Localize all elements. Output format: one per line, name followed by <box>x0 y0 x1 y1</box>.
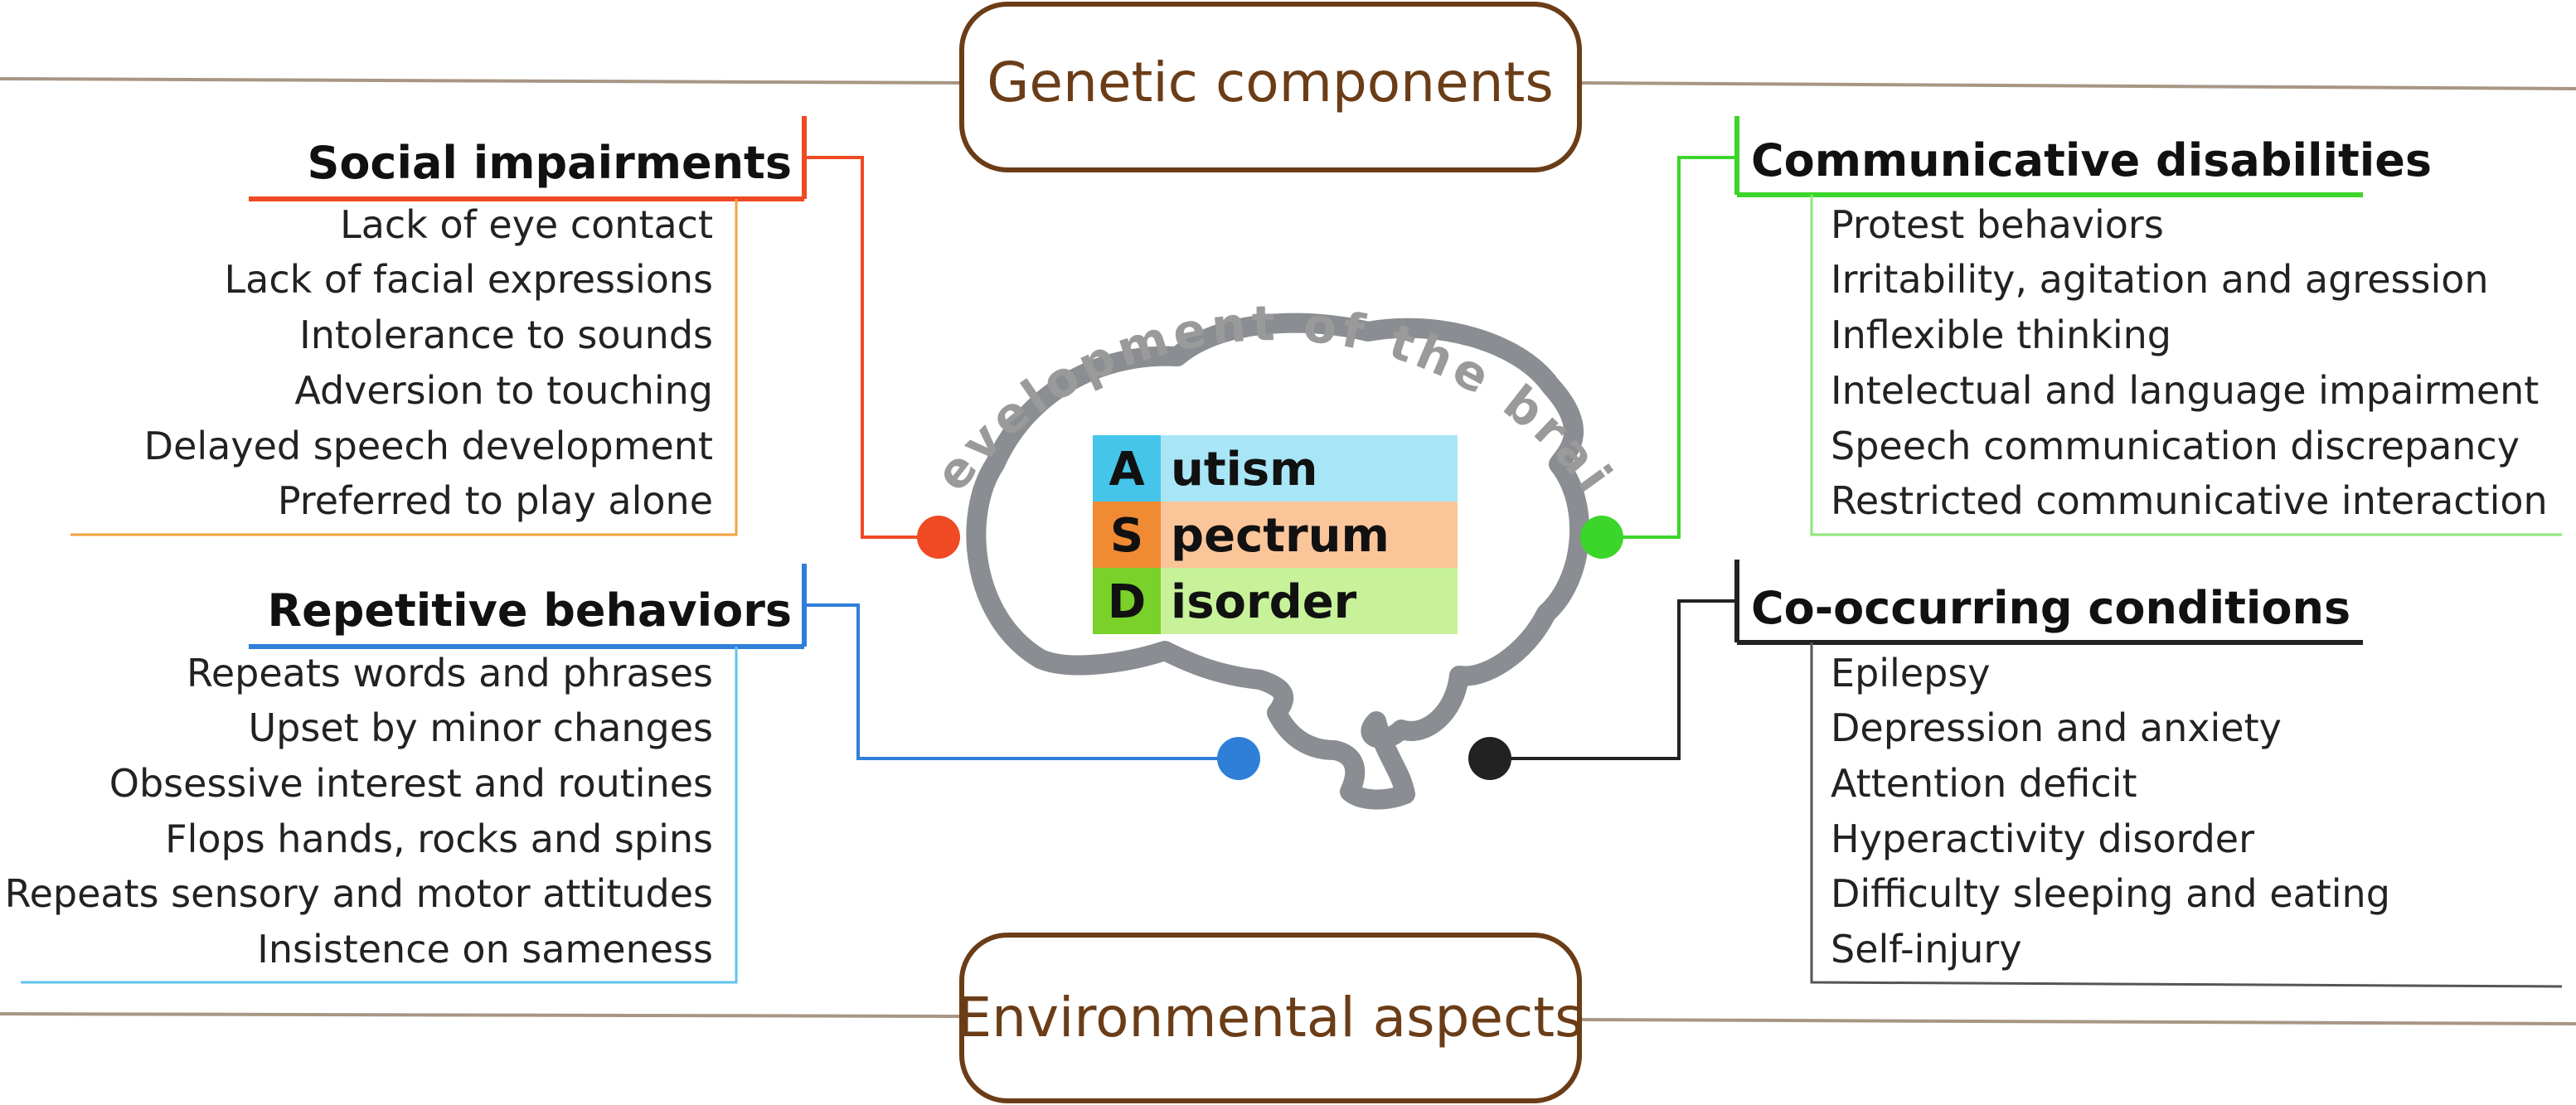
bottom-horizon-right <box>1579 1018 2576 1025</box>
repetitive-heading: Repetitive behaviors <box>268 584 793 637</box>
cooccurring-conditions-group: Co-occurring conditions Epilepsy Depress… <box>1468 560 2563 988</box>
communicative-disabilities-group: Communicative disabilities Protest behav… <box>1580 116 2562 559</box>
cooccurring-item: Hyperactivity disorder <box>1831 817 2254 861</box>
social-heading: Social impairments <box>307 137 792 189</box>
social-item: Preferred to play alone <box>278 478 713 523</box>
social-item: Intolerance to sounds <box>299 313 713 357</box>
communicative-connector <box>1621 156 1737 539</box>
communicative-item: Inflexible thinking <box>1831 313 2171 357</box>
genetic-components-label: Genetic components <box>987 51 1553 114</box>
social-item: Delayed speech development <box>144 424 713 468</box>
social-item: Lack of eye contact <box>340 202 713 247</box>
asd-word-autism: utism <box>1171 443 1318 497</box>
asd-word-disorder: isorder <box>1171 575 1357 629</box>
social-impairments-group: Social impairments Lack of eye contact L… <box>70 116 960 559</box>
top-horizon-right <box>1579 81 2576 90</box>
asd-block: A utism S pectrum D isorder <box>1093 435 1458 634</box>
asd-letter-d: D <box>1108 575 1146 629</box>
repetitive-list-bracket <box>21 647 738 984</box>
asd-letter-a: A <box>1109 443 1145 497</box>
asd-word-spectrum: pectrum <box>1171 509 1390 563</box>
cooccurring-item: Self-injury <box>1831 927 2022 972</box>
cooccurring-item: Epilepsy <box>1831 651 1991 695</box>
cooccurring-item: Attention deficit <box>1831 761 2137 806</box>
social-item: Lack of facial expressions <box>225 257 713 302</box>
repetitive-item: Insistence on sameness <box>257 927 713 972</box>
communicative-item: Restricted communicative interaction <box>1831 478 2548 523</box>
communicative-item: Intelectual and language impairment <box>1831 368 2539 413</box>
repetitive-dot <box>1217 737 1260 780</box>
communicative-dot <box>1580 516 1623 559</box>
cooccurring-connector <box>1509 599 1737 760</box>
asd-letter-s: S <box>1110 509 1143 563</box>
social-connector <box>804 156 920 539</box>
top-horizon-left <box>0 77 963 85</box>
repetitive-behaviors-group: Repetitive behaviors Repeats words and p… <box>5 564 1260 984</box>
repetitive-item: Repeats sensory and motor attitudes <box>5 871 713 916</box>
communicative-item: Protest behaviors <box>1831 202 2164 247</box>
environmental-aspects-box: Environmental aspects <box>957 933 1584 1103</box>
repetitive-connector <box>804 603 1219 760</box>
repetitive-item: Upset by minor changes <box>248 705 713 750</box>
brain-outline <box>966 313 1589 810</box>
communicative-list-bracket <box>1810 195 2562 536</box>
genetic-components-box: Genetic components <box>959 2 1582 172</box>
cooccurring-heading: Co-occurring conditions <box>1751 582 2350 634</box>
communicative-item: Irritability, agitation and agression <box>1831 257 2489 302</box>
cooccurring-dot <box>1468 737 1511 780</box>
cooccurring-item: Depression and anxiety <box>1831 705 2282 750</box>
bottom-horizon-left <box>0 1012 963 1018</box>
social-list-bracket <box>70 199 738 536</box>
environmental-aspects-label: Environmental aspects <box>957 986 1583 1049</box>
social-item: Adversion to touching <box>294 368 713 413</box>
social-dot <box>917 516 960 559</box>
repetitive-item: Flops hands, rocks and spins <box>165 817 713 861</box>
cooccurring-list-bracket <box>1810 642 2563 988</box>
cooccurring-item: Difficulty sleeping and eating <box>1831 871 2390 916</box>
repetitive-item: Obsessive interest and routines <box>109 761 713 806</box>
repetitive-item: Repeats words and phrases <box>187 651 713 695</box>
communicative-heading: Communicative disabilities <box>1751 134 2432 187</box>
communicative-item: Speech communication discrepancy <box>1831 424 2520 468</box>
